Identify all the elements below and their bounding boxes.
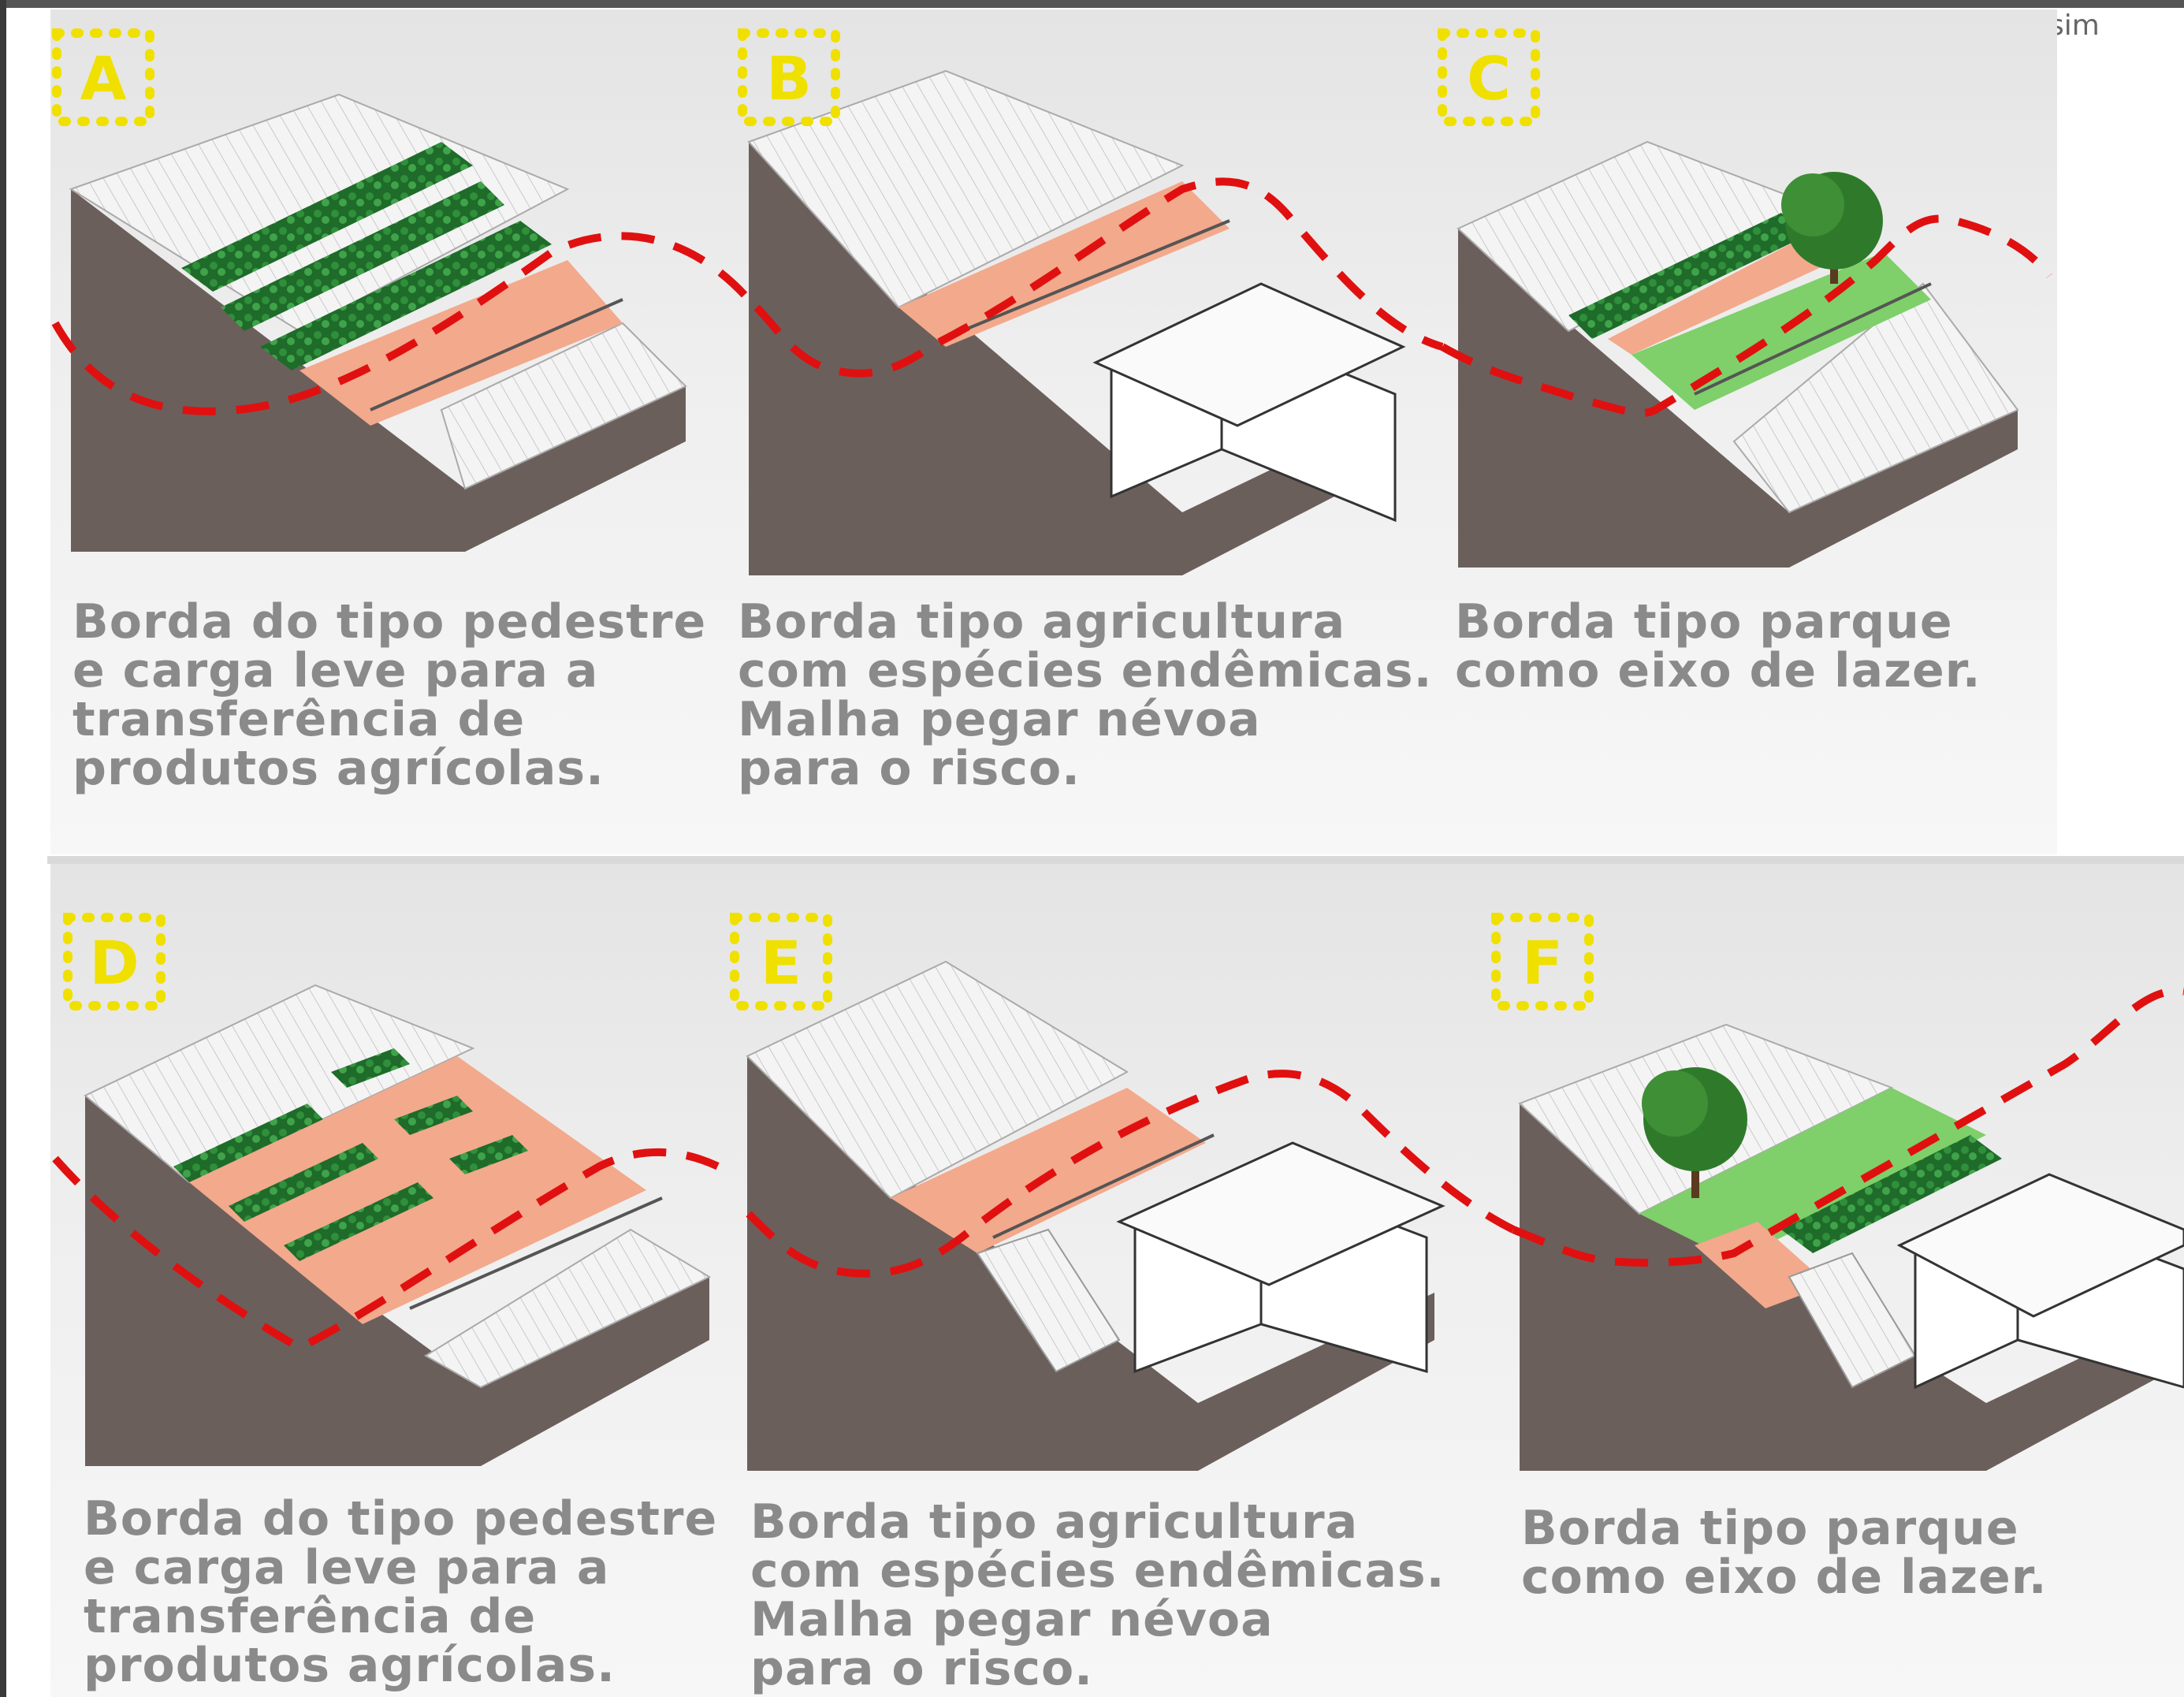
crop-bed — [221, 181, 504, 331]
terrain-section — [85, 1096, 709, 1466]
house-roof — [1092, 282, 1406, 427]
terrain-section — [749, 142, 1395, 575]
badge-f-letter: F — [1522, 928, 1563, 998]
caption-line: Borda do tipo pedestre — [84, 1491, 718, 1546]
terrain-section — [747, 1056, 1434, 1471]
caption-line: Borda tipo agricultura — [738, 594, 1346, 649]
tree-canopy — [1781, 173, 1844, 236]
crop-bed — [260, 221, 552, 370]
pedestrian-path — [1608, 236, 1836, 355]
badge-d-letter: D — [89, 928, 139, 998]
caption-line: Borda tipo parque — [1455, 594, 1953, 649]
caption-line: com espécies endêmicas. — [738, 643, 1433, 698]
separator-strip — [47, 856, 2184, 864]
pedestrian-path — [899, 181, 1230, 347]
caption-line: para o risco. — [750, 1641, 1093, 1696]
badge-e: E — [730, 913, 832, 1010]
crop-bed — [449, 1135, 528, 1174]
crop-bed — [331, 1048, 410, 1088]
caption-line: produtos agrícolas. — [84, 1638, 616, 1693]
caption-f: Borda tipo parque como eixo de lazer. — [1521, 1504, 2048, 1602]
corner-text: sim — [2049, 9, 2100, 42]
tree-trunk — [1691, 1151, 1699, 1198]
caption-line: Borda do tipo pedestre — [73, 594, 707, 649]
caption-line: transferência de — [84, 1589, 537, 1644]
terrain-section — [71, 189, 686, 552]
crop-bed — [181, 142, 473, 292]
panel-e-illustration — [746, 960, 1516, 1471]
terrain-section — [1520, 1103, 2184, 1471]
terrain-section — [1458, 229, 2018, 568]
caption-line: como eixo de lazer. — [1521, 1550, 2048, 1605]
caption-line: para o risco. — [738, 741, 1081, 796]
left-border — [0, 0, 6, 1697]
panel-a-illustration — [51, 93, 752, 552]
railing — [409, 1196, 663, 1310]
panel-d-illustration — [52, 984, 735, 1466]
crop-bed — [1781, 1135, 2002, 1253]
caption-line: e carga leve para a — [84, 1540, 610, 1595]
hillside-lower — [424, 1228, 712, 1389]
badge-a: A — [52, 28, 154, 126]
caption-line: transferência de — [73, 692, 526, 747]
crop-bed — [394, 1096, 473, 1135]
railing — [992, 1133, 1215, 1239]
caption-e: Borda tipo agricultura com espécies endê… — [750, 1498, 1445, 1693]
green-park — [1639, 1088, 1986, 1261]
caption-line: Borda tipo agricultura — [750, 1494, 1359, 1550]
tree-canopy — [1642, 1070, 1708, 1137]
badge-d: D — [63, 913, 166, 1010]
boundary-line — [52, 1148, 735, 1353]
badge-f: F — [1491, 913, 1594, 1010]
crop-bed — [173, 1103, 323, 1182]
boundary-line — [51, 232, 752, 415]
hillside-upper — [84, 984, 475, 1184]
badge-c: C — [1438, 28, 1540, 126]
badge-b: B — [738, 28, 840, 126]
house-roof — [1116, 1141, 1445, 1286]
badge-c-letter: C — [1467, 43, 1511, 114]
badge-e-letter: E — [761, 928, 802, 998]
hillside-lower — [440, 322, 687, 490]
green-park — [1631, 252, 1931, 410]
stairs — [976, 1228, 1121, 1373]
caption-line: Malha pegar névoa — [738, 692, 1261, 747]
caption-c: Borda tipo parque como eixo de lazer. — [1455, 597, 1981, 695]
badge-b-letter: B — [766, 43, 812, 114]
panel-b-illustration — [747, 69, 1444, 575]
railing — [1694, 282, 1932, 396]
railing — [370, 298, 623, 411]
crop-bed — [284, 1182, 433, 1261]
badge-a-letter: A — [80, 43, 127, 114]
boundary-line — [746, 1070, 1516, 1278]
panel-f-illustration — [1512, 987, 2184, 1471]
panel-c-illustration — [1440, 140, 2052, 568]
caption-line: e carga leve para a — [73, 643, 599, 698]
caption-line: como eixo de lazer. — [1455, 643, 1981, 698]
caption-line: Malha pegar névoa — [750, 1592, 1274, 1647]
caption-a: Borda do tipo pedestre e carga leve para… — [73, 597, 706, 793]
hillside-upper — [747, 69, 1185, 309]
boundary-line — [753, 177, 1444, 378]
top-border — [0, 0, 2184, 8]
house-roof — [1896, 1173, 2184, 1318]
caption-d: Borda do tipo pedestre e carga leve para… — [84, 1494, 717, 1690]
railing — [961, 219, 1230, 333]
pedestrian-path — [300, 260, 623, 426]
crop-bed — [1568, 213, 1805, 339]
crop-bed — [229, 1143, 378, 1222]
hillside-upper — [746, 960, 1129, 1200]
caption-line: com espécies endêmicas. — [750, 1543, 1445, 1598]
hillside-lower — [1732, 282, 2019, 514]
caption-b: Borda tipo agricultura com espécies endê… — [738, 597, 1432, 793]
caption-line: produtos agrícolas. — [73, 741, 605, 796]
boundary-line — [1440, 214, 2052, 418]
boundary-line — [1512, 987, 2184, 1267]
caption-line: Borda tipo parque — [1521, 1501, 2019, 1556]
